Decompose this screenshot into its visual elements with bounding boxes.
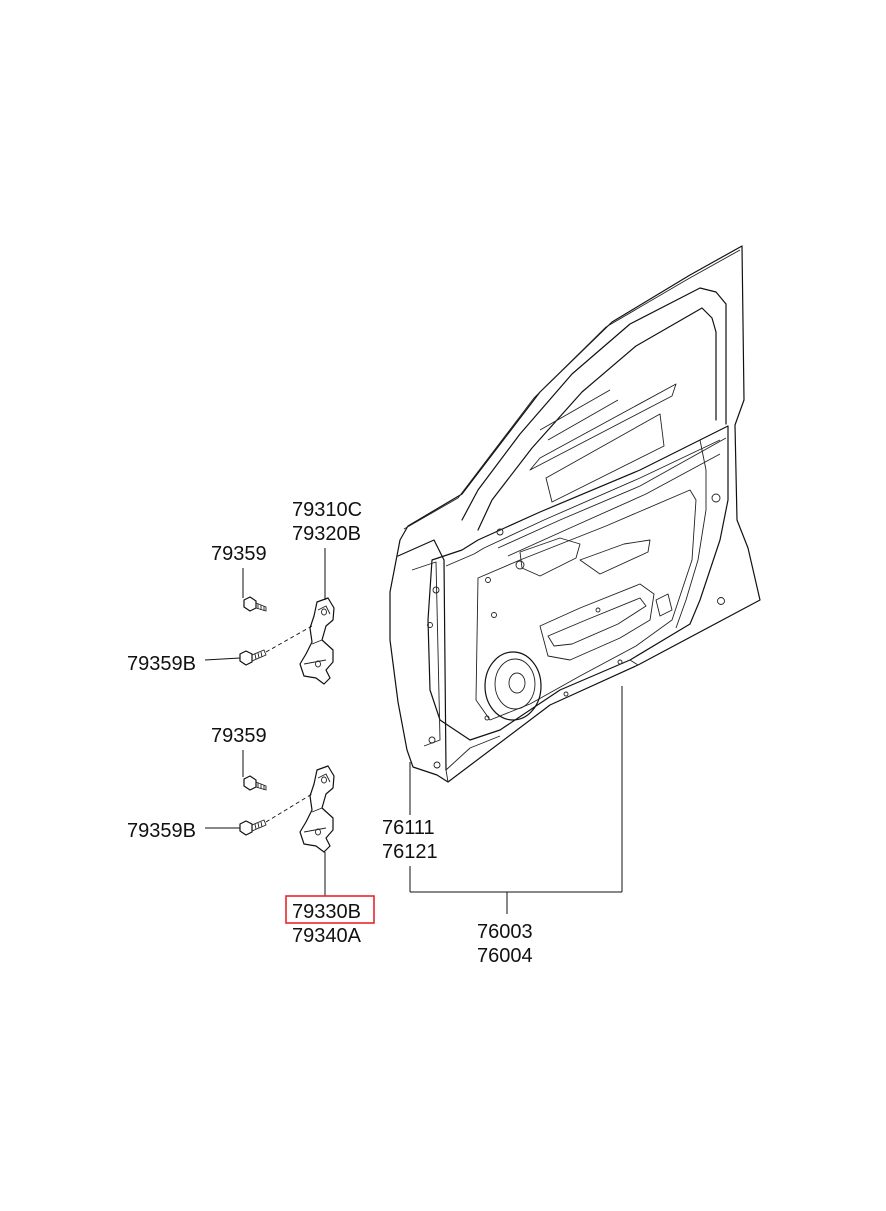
upper-door-hinge [299,597,335,685]
label-door-panel-b[interactable]: 76121 [382,841,438,863]
label-door-panel-a[interactable]: 76111 [382,817,435,839]
lower-hinge-bolt-b [239,793,313,836]
label-lower-hinge-a[interactable]: 79330B [292,901,361,923]
upper-hinge-bolt [243,596,267,612]
upper-hinge-bolt-b [239,625,313,666]
label-upper-bolt-b[interactable]: 79359B [127,653,196,675]
leader-lines [204,548,623,914]
label-upper-hinge-b[interactable]: 79320B [292,523,361,545]
label-lower-bolt[interactable]: 79359 [211,725,267,747]
highlight-box [285,895,375,924]
label-lower-hinge-b[interactable]: 79340A [292,925,362,947]
label-lower-bolt-b[interactable]: 79359B [127,820,196,842]
label-door-assy-b[interactable]: 76004 [477,945,533,967]
label-door-assy-a[interactable]: 76003 [477,921,533,943]
lower-hinge-bolt [243,775,267,791]
front-door-shell [389,245,761,783]
label-upper-hinge-a[interactable]: 79310C [292,499,362,521]
lower-door-hinge [299,765,335,853]
label-upper-bolt[interactable]: 79359 [211,543,267,565]
